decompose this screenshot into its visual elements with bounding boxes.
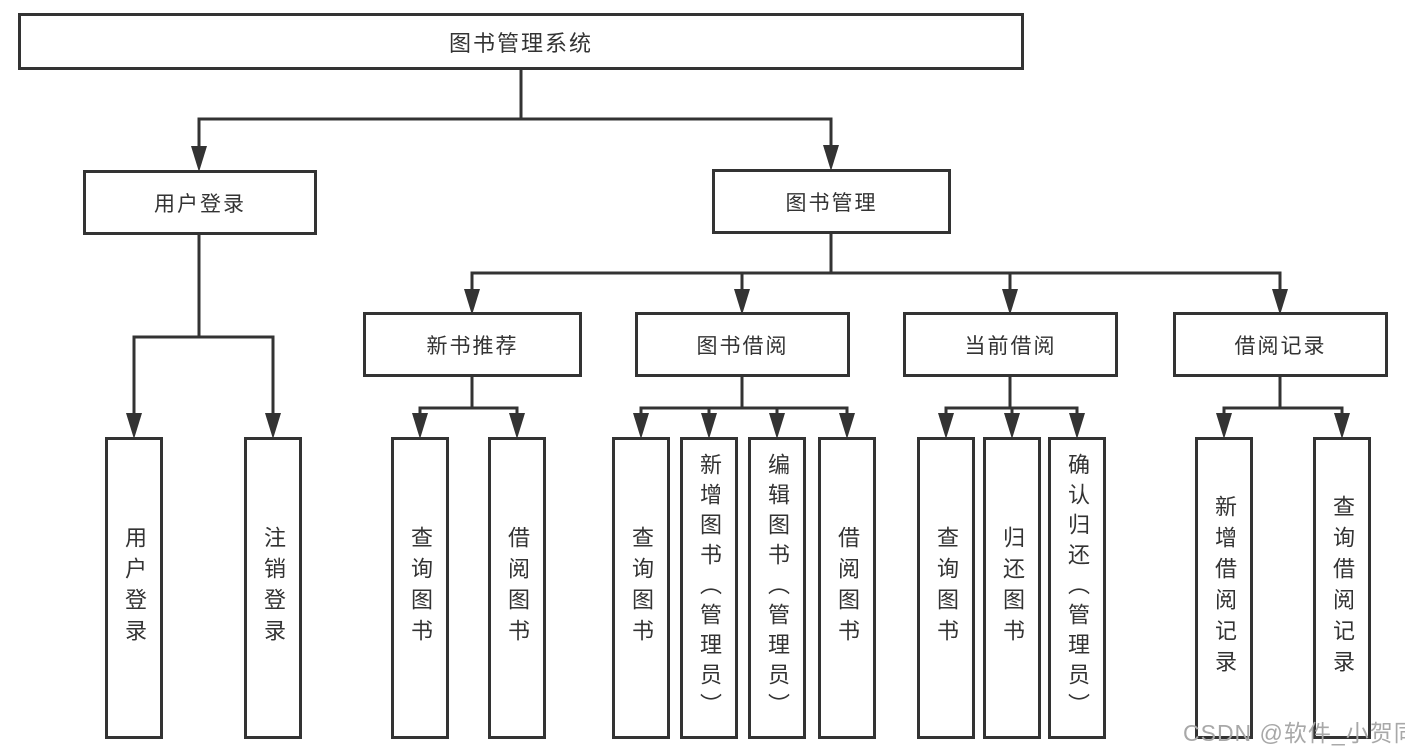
leaf-query-books-recommend: 查询图书 (391, 437, 449, 739)
leaf-add-book-admin: 新增图书（管理员） (680, 437, 738, 739)
leaf-borrow-books-recommend-label: 借阅图书 (505, 526, 530, 650)
leaf-query-borrow-record-label: 查询借阅记录 (1330, 495, 1355, 681)
leaf-confirm-return-admin: 确认归还（管理员） (1048, 437, 1106, 739)
leaf-query-borrow-record: 查询借阅记录 (1313, 437, 1371, 739)
node-new-book-recommend-label: 新书推荐 (426, 334, 519, 358)
node-borrow-records: 借阅记录 (1173, 312, 1388, 377)
node-current-borrow-label: 当前借阅 (964, 334, 1057, 358)
leaf-query-books-borrow-label: 查询图书 (629, 526, 654, 650)
node-new-book-recommend: 新书推荐 (363, 312, 582, 377)
leaf-logout-label: 注销登录 (261, 526, 286, 650)
node-book-borrow-label: 图书借阅 (696, 334, 789, 358)
leaf-query-books-current: 查询图书 (917, 437, 975, 739)
leaf-add-borrow-record: 新增借阅记录 (1195, 437, 1253, 739)
watermark-text: CSDN @软件_小贺同学 (1183, 720, 1405, 746)
leaf-borrow-books-recommend: 借阅图书 (488, 437, 546, 739)
leaf-return-book-label: 归还图书 (1000, 526, 1025, 650)
node-root-system: 图书管理系统 (18, 13, 1024, 70)
node-root-system-label: 图书管理系统 (448, 30, 593, 56)
node-book-borrow: 图书借阅 (635, 312, 850, 377)
leaf-confirm-return-admin-label: 确认归还（管理员） (1065, 453, 1090, 723)
node-book-management: 图书管理 (712, 169, 951, 234)
leaf-add-borrow-record-label: 新增借阅记录 (1212, 495, 1237, 681)
leaf-query-books-current-label: 查询图书 (934, 526, 959, 650)
leaf-borrow-books-borrow: 借阅图书 (818, 437, 876, 739)
leaf-edit-book-admin: 编辑图书（管理员） (748, 437, 806, 739)
leaf-user-login-label: 用户登录 (122, 526, 147, 650)
node-current-borrow: 当前借阅 (903, 312, 1118, 377)
leaf-user-login: 用户登录 (105, 437, 163, 739)
node-borrow-records-label: 借阅记录 (1234, 334, 1327, 358)
node-user-login: 用户登录 (83, 170, 317, 235)
leaf-edit-book-admin-label: 编辑图书（管理员） (765, 453, 790, 723)
leaf-borrow-books-borrow-label: 借阅图书 (835, 526, 860, 650)
leaf-query-books-recommend-label: 查询图书 (408, 526, 433, 650)
node-book-management-label: 图书管理 (785, 191, 878, 215)
leaf-return-book: 归还图书 (983, 437, 1041, 739)
leaf-query-books-borrow: 查询图书 (612, 437, 670, 739)
node-user-login-label: 用户登录 (154, 192, 246, 216)
leaf-logout: 注销登录 (244, 437, 302, 739)
leaf-add-book-admin-label: 新增图书（管理员） (697, 453, 722, 723)
